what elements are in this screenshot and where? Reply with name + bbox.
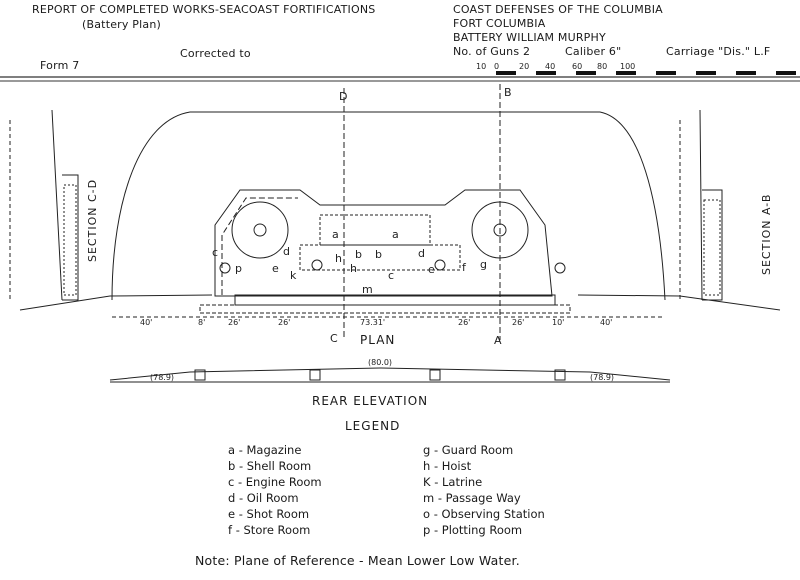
scale-tick: 0 <box>494 62 499 71</box>
legend-item: c - Engine Room <box>228 475 322 489</box>
room-label: h <box>350 262 357 275</box>
form-number: Form 7 <box>40 59 80 72</box>
section-marker-d: D <box>339 90 347 103</box>
legend-left-column: a - Magazine b - Shell Room c - Engine R… <box>228 442 322 538</box>
room-label: g <box>480 258 487 271</box>
section-marker-c: C <box>330 332 338 345</box>
dimension: 26' <box>458 318 470 327</box>
legend-item: K - Latrine <box>423 475 483 489</box>
room-label: h <box>335 252 342 265</box>
legend-item: o - Observing Station <box>423 507 545 521</box>
section-marker-b: B <box>504 86 512 99</box>
section-ab-label: SECTION A-B <box>760 193 773 275</box>
room-label: p <box>235 262 242 275</box>
battery-name: BATTERY WILLIAM MURPHY <box>453 31 606 44</box>
elevation-right: (78.9) <box>590 373 614 382</box>
legend-item: b - Shell Room <box>228 459 312 473</box>
rear-elevation-drawing <box>109 367 671 383</box>
section-ab-drawing <box>679 109 723 301</box>
coast-defenses-title: COAST DEFENSES OF THE COLUMBIA <box>453 3 663 16</box>
scale-tick: 100 <box>620 62 635 71</box>
elevation-top: (80.0) <box>368 358 392 367</box>
room-label: d <box>283 245 290 258</box>
scale-tick: 40 <box>545 62 555 71</box>
corrected-to-label: Corrected to <box>180 47 251 60</box>
room-label: e <box>272 262 279 275</box>
report-title: REPORT OF COMPLETED WORKS-SEACOAST FORTI… <box>32 3 376 16</box>
room-label: a <box>392 228 399 241</box>
rear-elevation-title: REAR ELEVATION <box>312 394 429 408</box>
scale-tick: 20 <box>519 62 529 71</box>
room-label: b <box>375 248 382 261</box>
scale-tick: 80 <box>597 62 607 71</box>
legend-item: f - Store Room <box>228 523 311 537</box>
carriage: Carriage "Dis." L.F <box>666 45 771 58</box>
caliber: Caliber 6" <box>565 45 622 58</box>
legend-item: e - Shot Room <box>228 507 310 521</box>
legend-title: LEGEND <box>345 419 401 433</box>
dimension: 26' <box>512 318 524 327</box>
dimension: 8' <box>198 318 205 327</box>
dimension: 73.31' <box>360 318 385 327</box>
room-label: d <box>418 247 425 260</box>
section-cd-drawing <box>9 109 79 301</box>
room-label: m <box>362 283 373 296</box>
plan-title: PLAN <box>360 333 396 347</box>
legend-right-column: g - Guard Room h - Hoist K - Latrine m -… <box>423 442 545 538</box>
plan-drawing <box>19 84 781 340</box>
reference-note: Note: Plane of Reference - Mean Lower Lo… <box>195 553 520 568</box>
room-label: f <box>462 261 467 274</box>
room-label: b <box>355 248 362 261</box>
elevation-left: (78.9) <box>150 373 174 382</box>
legend-item: g - Guard Room <box>423 443 514 457</box>
room-label: k <box>290 269 297 282</box>
room-label: c <box>212 246 218 259</box>
legend-item: p - Plotting Room <box>423 523 523 537</box>
dimension: 10' <box>552 318 564 327</box>
legend-item: d - Oil Room <box>228 491 299 505</box>
room-label: a <box>332 228 339 241</box>
dimension: 26' <box>278 318 290 327</box>
legend-item: a - Magazine <box>228 443 302 457</box>
number-of-guns: No. of Guns 2 <box>453 45 531 58</box>
legend-item: m - Passage Way <box>423 491 521 505</box>
dimension: 40' <box>140 318 152 327</box>
scale-tick: 60 <box>572 62 582 71</box>
fort-name: FORT COLUMBIA <box>453 17 546 30</box>
scale-bar: 10 0 20 40 60 80 100 <box>476 62 796 75</box>
plan-dimensions: 40' 8' 26' 26' 73.31' 26' 26' 10' 40' <box>140 318 612 327</box>
room-label: e <box>428 263 435 276</box>
section-cd-label: SECTION C-D <box>86 178 99 262</box>
dimension: 26' <box>228 318 240 327</box>
plan-room-labels: c p e d a a h b b h k m c d e f g <box>212 228 487 296</box>
report-subtitle: (Battery Plan) <box>82 18 161 31</box>
section-marker-a: A <box>494 334 502 347</box>
dimension: 40' <box>600 318 612 327</box>
room-label: c <box>388 269 394 282</box>
scale-tick: 10 <box>476 62 486 71</box>
legend-item: h - Hoist <box>423 459 472 473</box>
